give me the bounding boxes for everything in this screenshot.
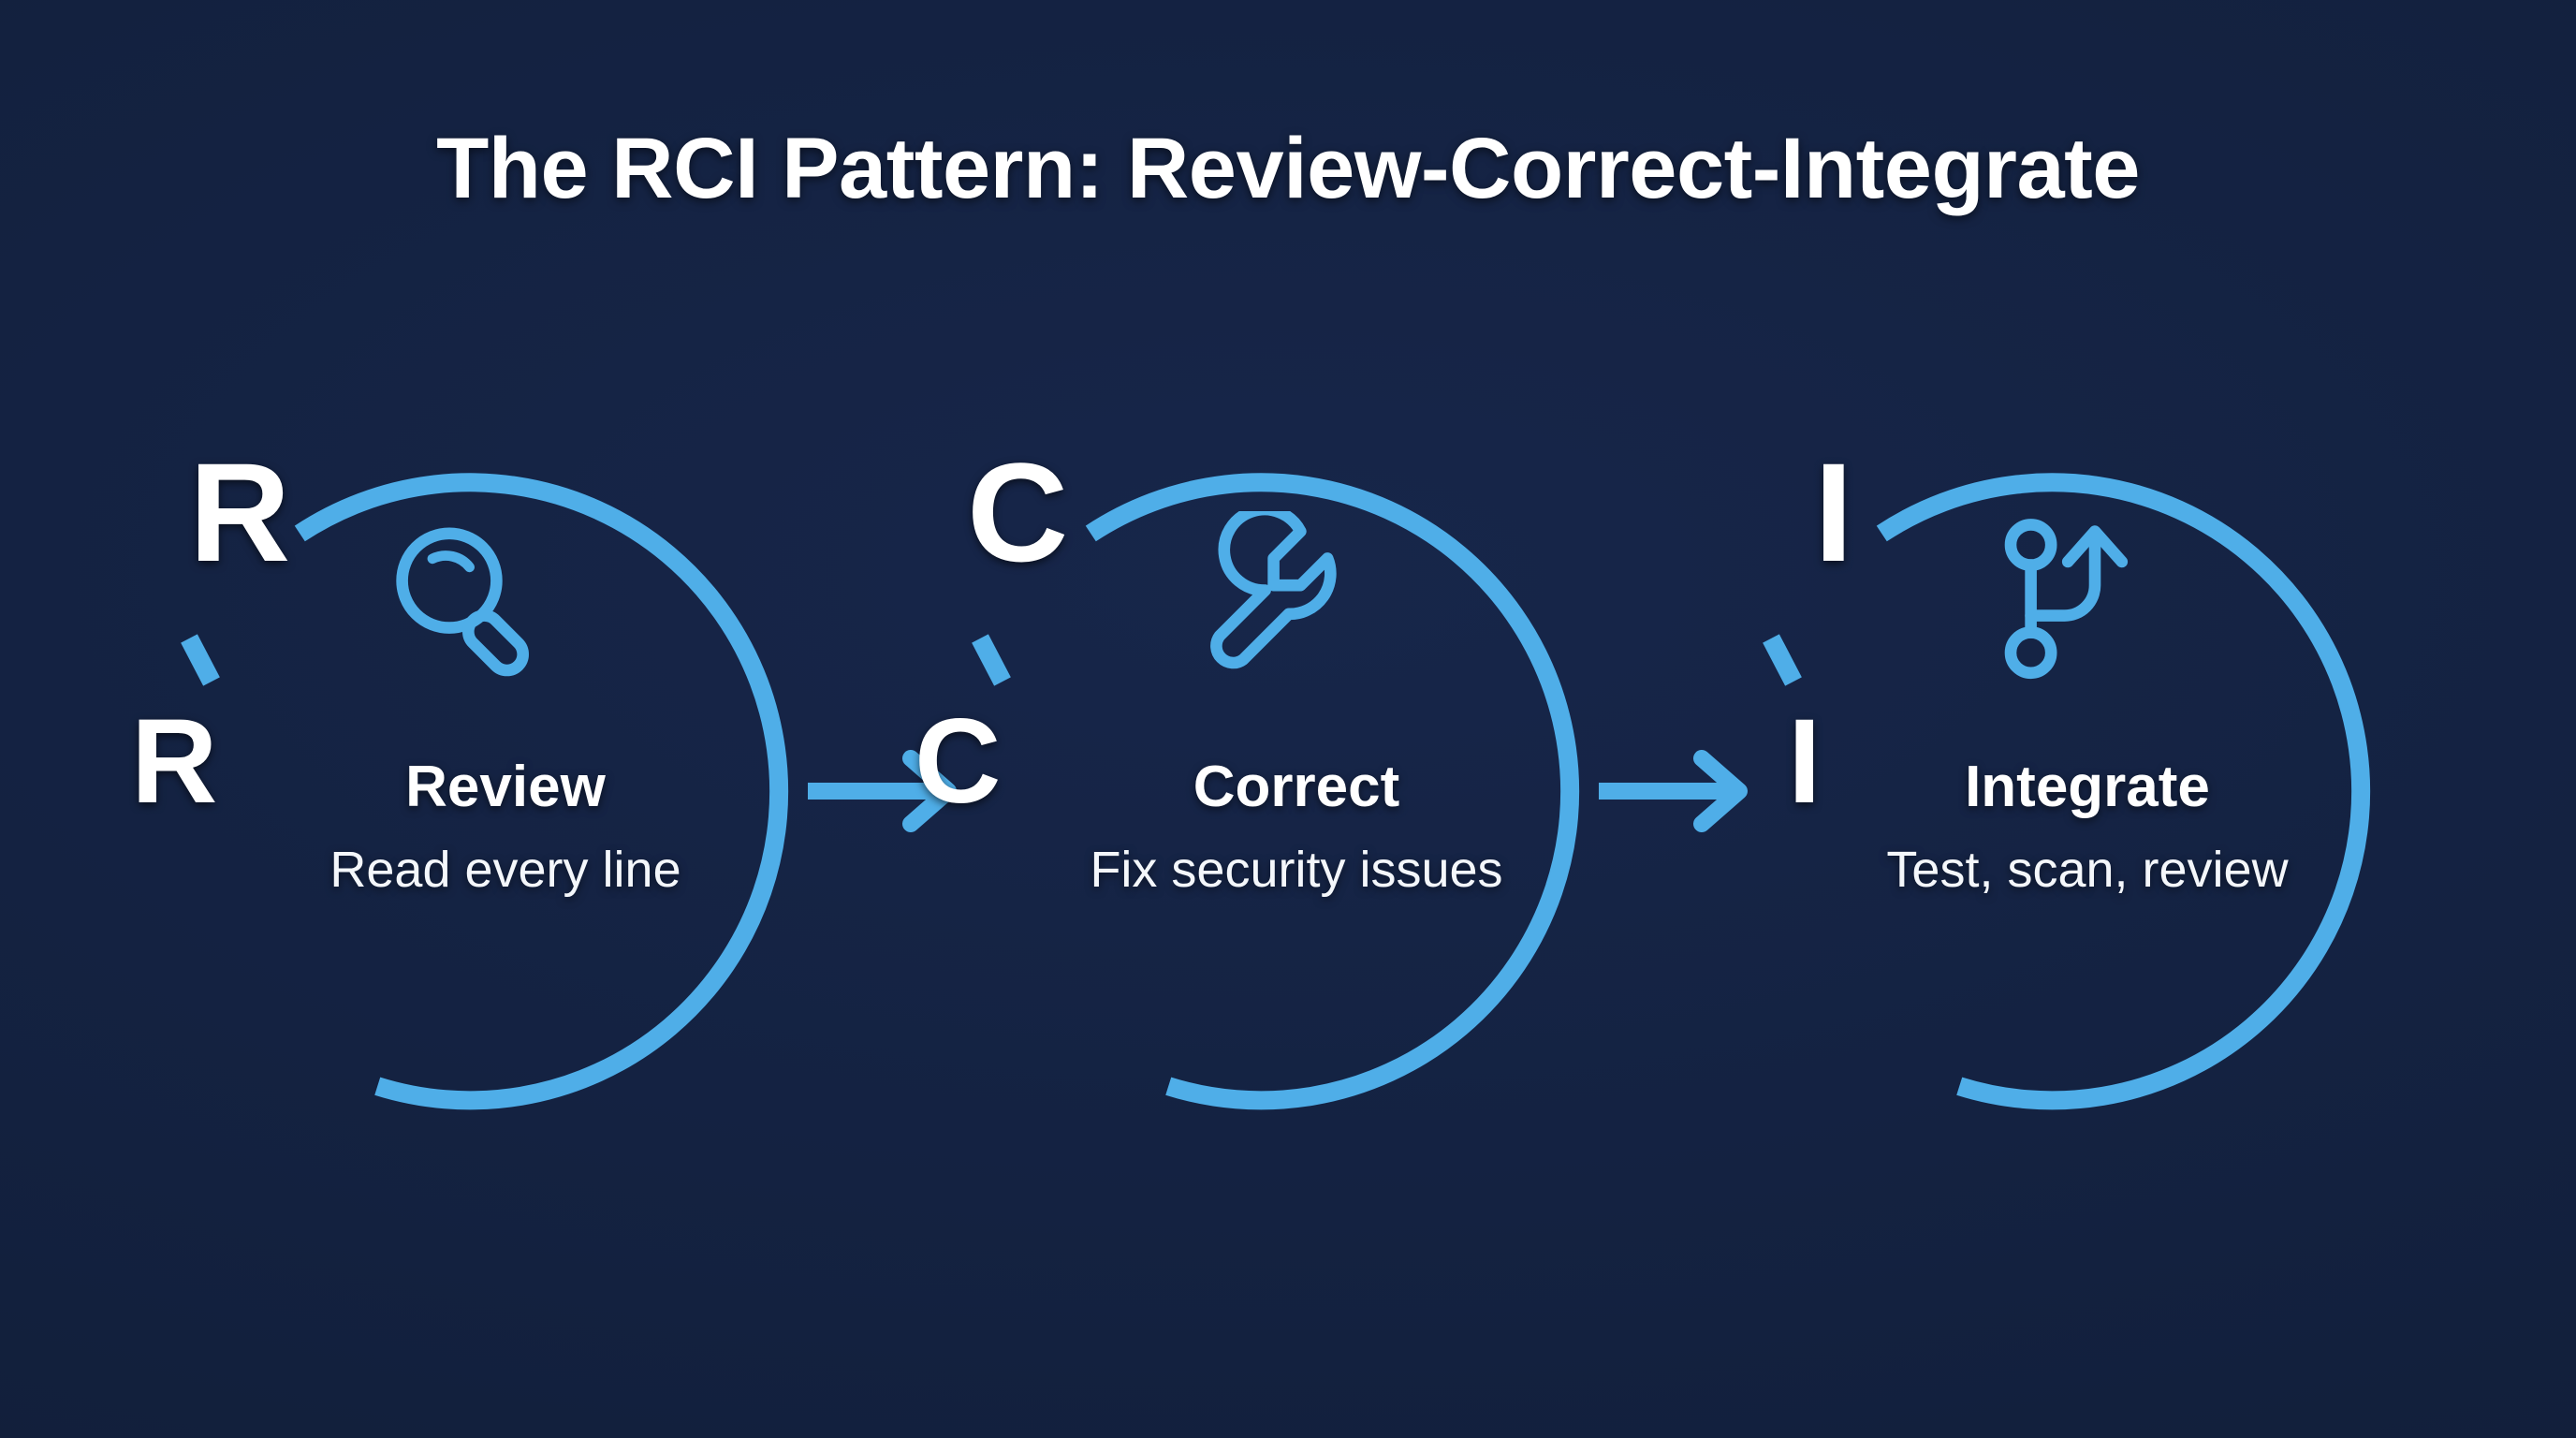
node-letter-top: I [1814, 433, 1853, 591]
node-title: Correct [1193, 755, 1400, 819]
node-description: Fix security issues [1090, 842, 1503, 898]
process-node-integrate[interactable]: I I Integrate Test, scan, review [1713, 421, 2462, 1161]
process-node-review[interactable]: R R Review Read every line [131, 421, 880, 1161]
magnifier-icon [396, 527, 529, 677]
wrench-icon [1210, 511, 1337, 669]
node-letter-top: C [967, 433, 1069, 591]
node-letter-main: C [915, 695, 1002, 829]
node-title: Review [405, 755, 606, 819]
arrow-right-icon-2 [1599, 750, 1748, 832]
process-node-correct[interactable]: C C Correct Fix security issues [915, 421, 1671, 1161]
git-branch-icon [2004, 519, 2129, 680]
node-ring [181, 473, 789, 1110]
node-description: Test, scan, review [1886, 842, 2289, 898]
arrow-right-icon-1 [808, 750, 957, 832]
node-letter-main: I [1788, 695, 1822, 829]
node-title: Integrate [1965, 755, 2210, 819]
page-title: The RCI Pattern: Review-Correct-Integrat… [436, 121, 2140, 216]
node-description: Read every line [329, 842, 681, 898]
node-ring [1763, 473, 2371, 1110]
node-ring [972, 473, 1580, 1110]
node-letter-main: R [131, 695, 218, 829]
node-letter-top: R [189, 433, 291, 591]
